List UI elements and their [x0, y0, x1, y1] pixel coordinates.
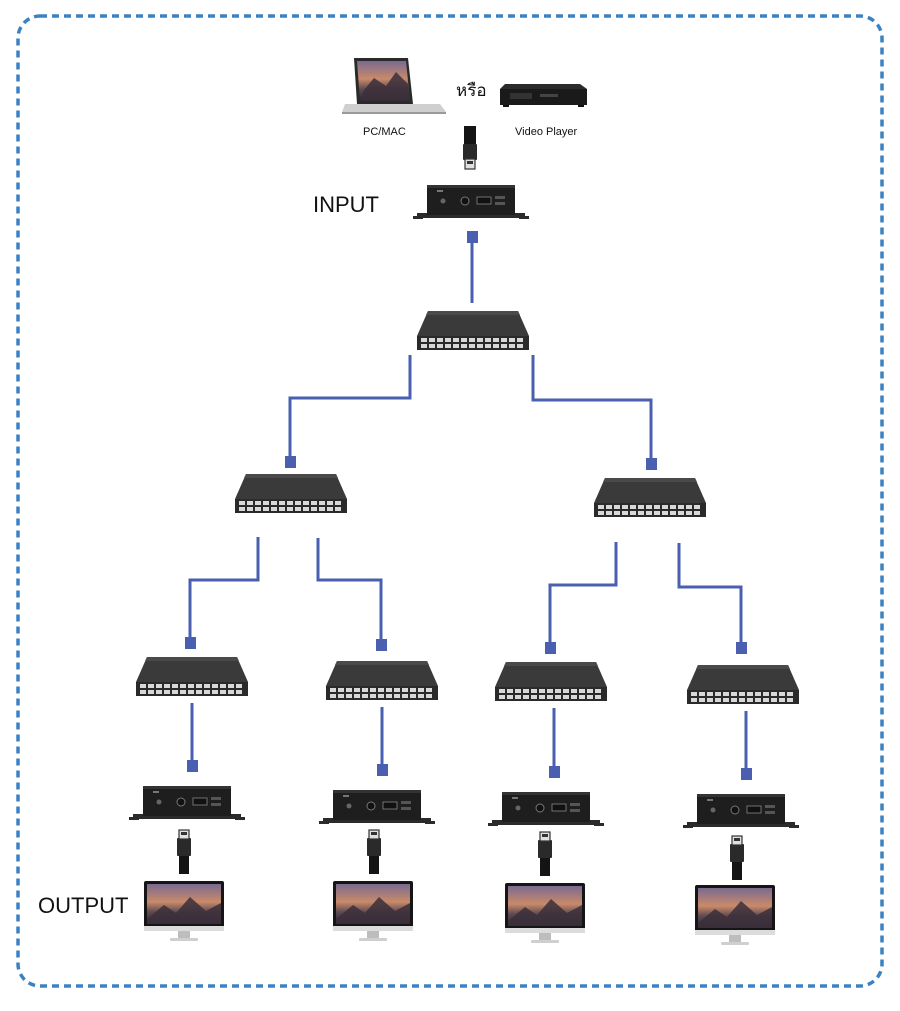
- receiver-3-icon: [487, 791, 605, 827]
- output-hdmi-cable-4-icon: [729, 835, 745, 881]
- display-4-icon: [695, 885, 775, 945]
- output-hdmi-cable-2-icon: [366, 829, 382, 875]
- video-player-label: Video Player: [515, 126, 578, 138]
- output-hdmi-cable-1-icon: [176, 829, 192, 875]
- output-label: OUTPUT: [38, 893, 128, 918]
- switch-2-icon: [326, 661, 438, 700]
- display-3-icon: [505, 883, 585, 943]
- input-hdmi-cable-icon: [462, 125, 478, 170]
- switch-3-icon: [495, 662, 607, 701]
- receiver-4-icon: [682, 793, 800, 829]
- core-switch-icon: [417, 311, 529, 350]
- display-2-icon: [333, 881, 413, 941]
- pc-mac-label: PC/MAC: [363, 126, 406, 138]
- switch-right-icon: [594, 478, 706, 517]
- network-cables: [188, 243, 748, 772]
- cable-connectors: [185, 231, 752, 780]
- switch-left-icon: [235, 474, 347, 513]
- output-hdmi-cable-3-icon: [537, 831, 553, 877]
- receiver-1-icon: [128, 785, 246, 821]
- input-label: INPUT: [313, 192, 379, 217]
- input-transmitter-icon: [412, 184, 530, 220]
- switch-4-icon: [687, 665, 799, 704]
- video-player-icon: [500, 84, 587, 107]
- switch-1-icon: [136, 657, 248, 696]
- or-label: หรือ: [456, 81, 487, 101]
- receiver-2-icon: [318, 789, 436, 825]
- diagram-frame: [16, 14, 884, 988]
- display-1-icon: [144, 881, 224, 941]
- laptop-icon: [342, 58, 446, 114]
